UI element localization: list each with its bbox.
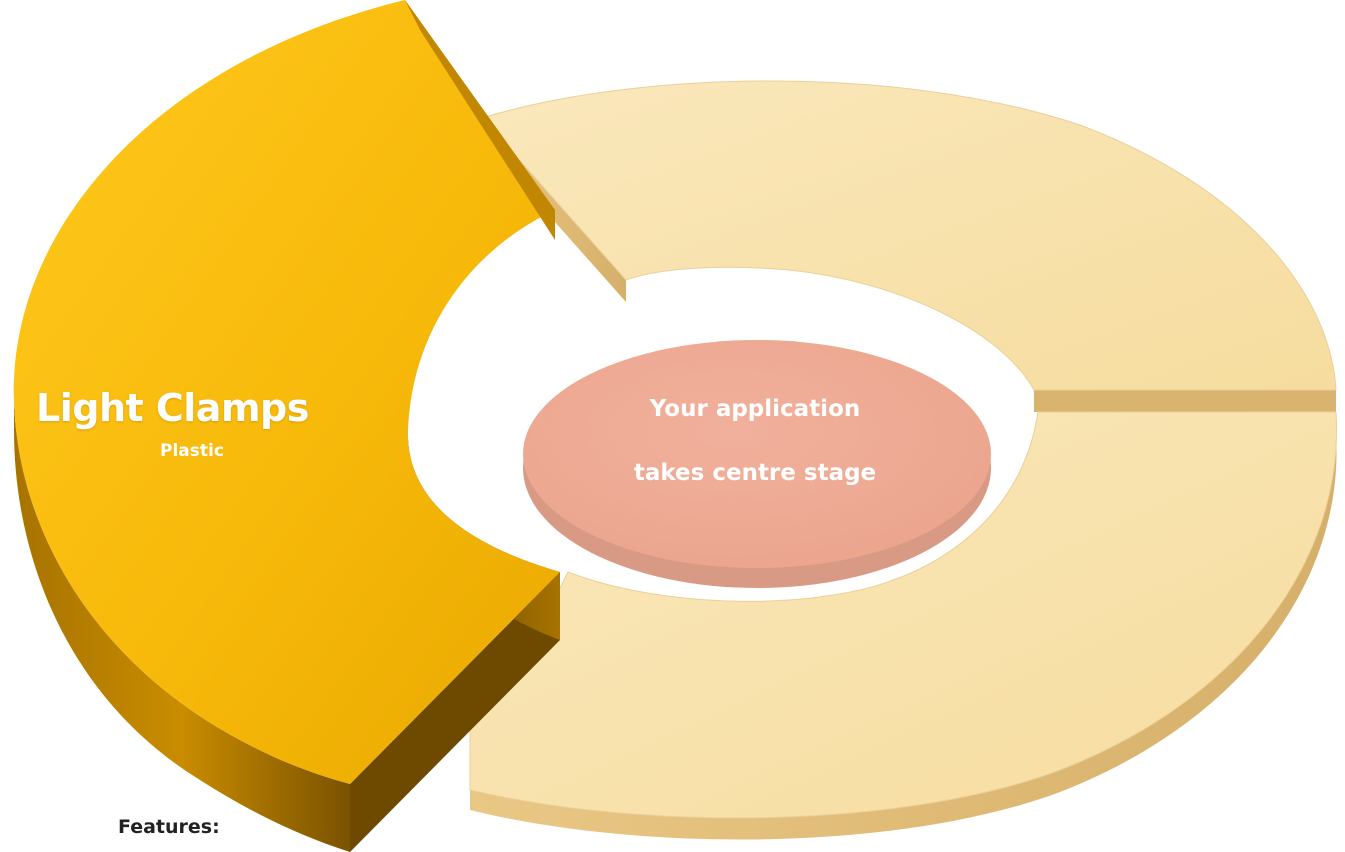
segment-subtitle: Plastic xyxy=(160,440,224,462)
center-text-line-1: Your application xyxy=(560,394,950,424)
features-heading: Features: xyxy=(118,814,220,840)
center-text-line-2: takes centre stage xyxy=(560,458,950,488)
ring-segment-upper xyxy=(482,81,1336,412)
segment-title: Light Clamps xyxy=(36,384,356,432)
